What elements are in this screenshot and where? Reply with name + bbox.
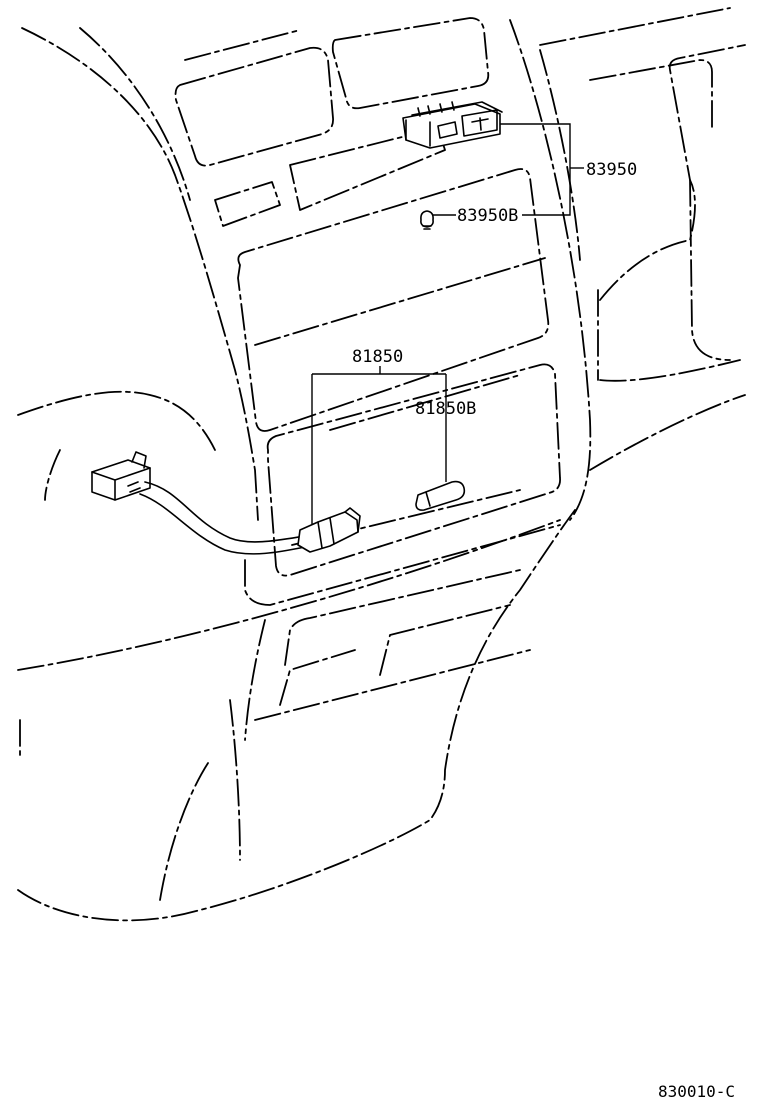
dashboard-outline [17,7,746,922]
figure-code: 830010-C [658,1082,735,1101]
switch-assembly-83950 [402,101,503,149]
bulb-81850b [415,480,466,511]
bulb-83950b [420,210,434,230]
label-83950b: 83950B [457,206,518,226]
label-81850: 81850 [352,347,403,367]
label-83950: 83950 [586,160,637,180]
wire-harness-81850 [91,451,361,555]
leader-lines [311,123,584,524]
label-81850b: 81850B [415,399,476,419]
